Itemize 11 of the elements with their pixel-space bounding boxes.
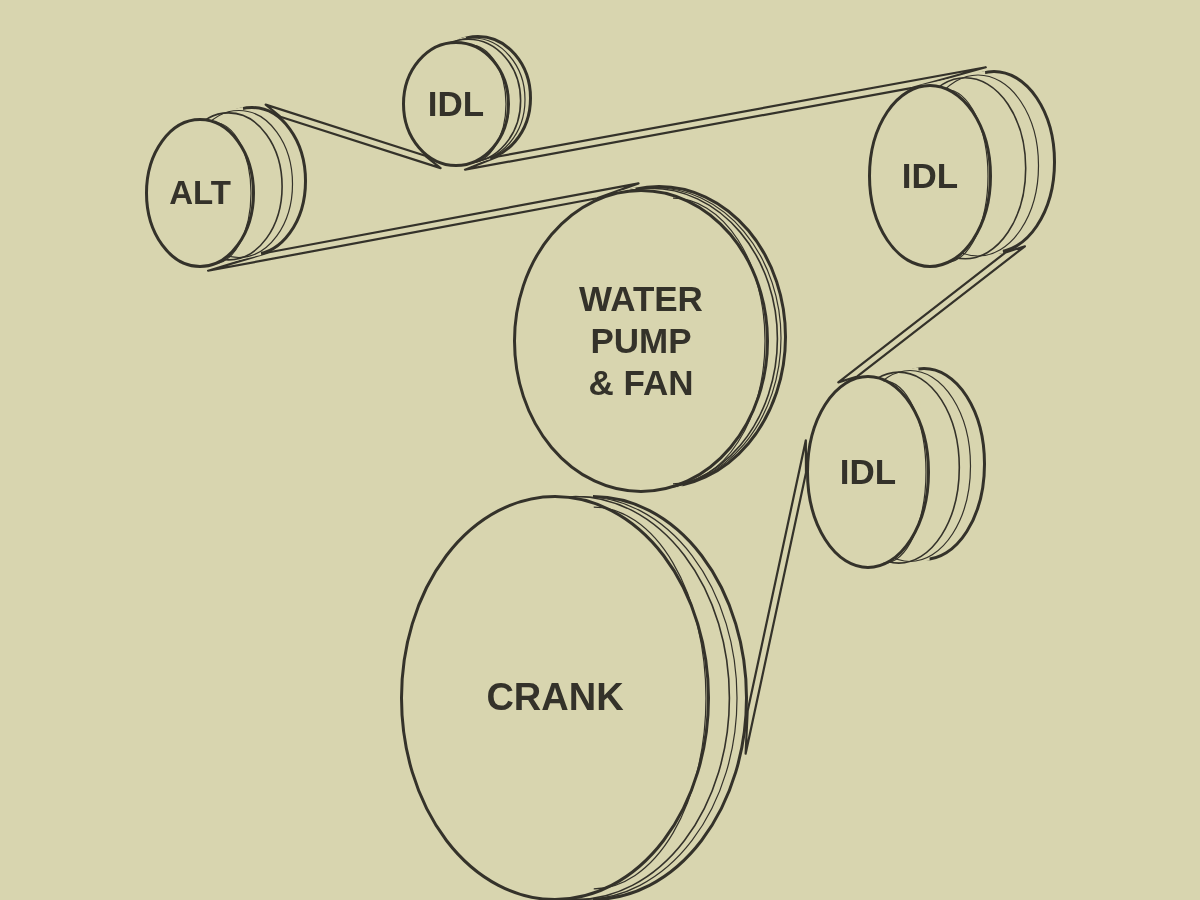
belt (207, 182, 640, 272)
belt (837, 245, 1026, 384)
belt (463, 66, 987, 171)
pulley-label: WATER PUMP & FAN (578, 278, 704, 404)
pulley-label: IDL (427, 83, 485, 125)
pulley-label: IDL (839, 451, 897, 493)
belt (744, 439, 808, 755)
pulley-label: IDL (901, 155, 959, 197)
pulley-label: CRANK (486, 675, 624, 721)
pulley-label: ALT (169, 173, 231, 213)
belt (264, 103, 442, 170)
